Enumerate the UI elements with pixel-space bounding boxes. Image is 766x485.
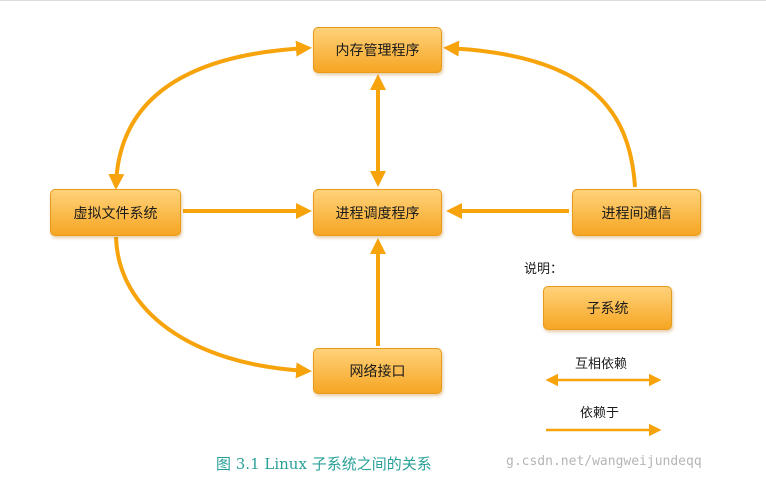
legend-subsystem-box: 子系统 bbox=[543, 286, 672, 330]
node-memory-manager: 内存管理程序 bbox=[313, 27, 442, 73]
legend-subsystem-label: 子系统 bbox=[586, 301, 629, 317]
arrow-vfs-network bbox=[114, 236, 312, 379]
top-border bbox=[0, 0, 766, 1]
node-process-scheduler: 进程调度程序 bbox=[313, 189, 442, 236]
node-ipc: 进程间通信 bbox=[572, 189, 701, 236]
node-network-interface: 网络接口 bbox=[313, 348, 442, 394]
figure-caption: 图 3.1 Linux 子系统之间的关系 bbox=[216, 455, 432, 473]
watermark: g.csdn.net/wangweijundeqq bbox=[506, 454, 702, 469]
legend-mutual-label: 互相依赖 bbox=[575, 357, 628, 372]
node-virtual-filesystem-label: 虚拟文件系统 bbox=[73, 205, 158, 222]
legend-depends-label: 依赖于 bbox=[580, 406, 620, 421]
node-network-interface-label: 网络接口 bbox=[349, 364, 406, 380]
arrow-vfs-memory bbox=[108, 40, 312, 190]
node-memory-manager-label: 内存管理程序 bbox=[335, 43, 420, 59]
node-virtual-filesystem: 虚拟文件系统 bbox=[50, 189, 181, 236]
node-process-scheduler-label: 进程调度程序 bbox=[335, 205, 420, 222]
legend-title: 说明： bbox=[524, 262, 564, 277]
node-ipc-label: 进程间通信 bbox=[601, 205, 672, 222]
arrow-ipc-memory bbox=[443, 40, 637, 188]
